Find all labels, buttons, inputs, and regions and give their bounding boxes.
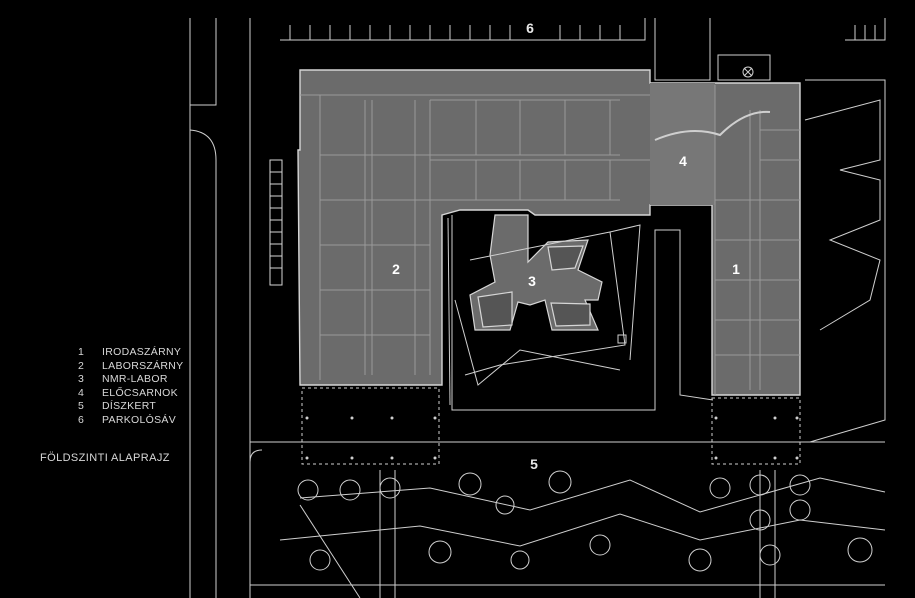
canopy-columns	[305, 416, 799, 460]
street-curb	[189, 129, 217, 598]
parking-stalls	[289, 25, 876, 40]
lobby-stair	[654, 110, 771, 141]
label-lobby: 4	[679, 153, 687, 169]
courtyard-boundary	[451, 215, 714, 411]
room-walls	[300, 85, 800, 395]
courtyard-landscape	[454, 224, 641, 386]
garden-path	[299, 504, 361, 598]
garden-path	[299, 477, 886, 513]
label-office-wing: 1	[732, 261, 740, 277]
label-parking: 6	[526, 20, 534, 36]
service-yard	[717, 54, 771, 81]
courtyard-wall	[447, 217, 451, 406]
nmr-lab	[469, 214, 603, 331]
parking-boundary-3	[845, 18, 886, 41]
street-line	[190, 18, 217, 106]
facade-louvres	[269, 159, 283, 286]
plan-title: FÖLDSZINTI ALAPRAJZ	[40, 452, 170, 464]
garden-trees	[297, 470, 873, 572]
entrance-canopy	[301, 387, 801, 465]
label-garden: 5	[530, 456, 538, 472]
neighbour-outline-2	[804, 99, 881, 331]
parking-boundary	[280, 18, 646, 41]
neighbour-outline	[805, 79, 886, 443]
road-line-2	[249, 449, 263, 463]
parking-boundary-2	[654, 18, 711, 81]
label-nmr-lab: 3	[528, 273, 536, 289]
lobby-area	[650, 83, 715, 205]
garden-path	[279, 513, 886, 547]
label-lab-wing: 2	[392, 261, 400, 277]
building-footprint	[297, 69, 801, 396]
